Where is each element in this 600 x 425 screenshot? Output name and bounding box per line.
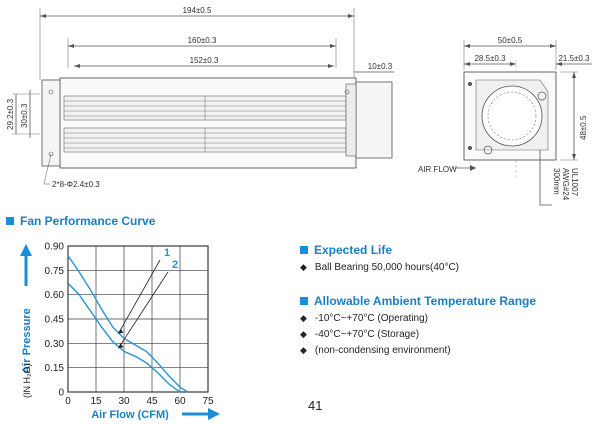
section-square-icon: [300, 246, 308, 254]
y-axis-arrow-head: [20, 244, 32, 256]
wire-spec-type: UL1007: [570, 168, 579, 197]
y-axis-label: Air Pressure: [21, 308, 33, 373]
series-label-2: 2: [172, 259, 178, 271]
list-item: ◆ -40°C~+70°C (Storage): [300, 329, 536, 340]
motor-block: [355, 81, 393, 159]
list-item: ◆ Ball Bearing 50,000 hours(40°C): [300, 262, 459, 273]
series-label-1: 1: [164, 247, 170, 259]
air-flow-label: AIR FLOW: [418, 165, 457, 174]
technical-drawing: 194±0.5 160±0.3 152±0.3 10±0.3: [0, 0, 600, 210]
x-axis-label: Air Flow (CFM): [91, 409, 169, 420]
diamond-bullet-icon: ◆: [300, 329, 307, 339]
diamond-bullet-icon: ◆: [300, 345, 307, 355]
dim-side-right: 21.5±0.3: [558, 54, 590, 63]
dim-side-width: 50±0.5: [498, 36, 523, 45]
x-tick-label: 45: [146, 396, 158, 407]
x-axis-arrow-head: [208, 408, 220, 420]
fan-curve-title: Fan Performance Curve: [20, 214, 156, 228]
mount-hole: [48, 151, 54, 157]
dim-inner-length: 160±0.3: [188, 36, 217, 45]
diamond-bullet-icon: ◆: [300, 262, 307, 272]
dim-holes: 2*8-Φ2.4±0.3: [52, 180, 100, 189]
impeller-circle: [481, 85, 543, 147]
left-bracket: [41, 79, 61, 167]
expected-life-block: Expected Life ◆ Ball Bearing 50,000 hour…: [300, 243, 459, 273]
x-tick-label: 75: [202, 396, 214, 407]
expected-life-item: Ball Bearing 50,000 hours(40°C): [314, 262, 460, 273]
dim-overall-length: 194±0.5: [183, 6, 212, 15]
series-line-2: [67, 282, 181, 393]
chart-svg: 0 15 30 45 60 75 0 0.15 0.30 0.45 0.60 0.75 0.90 12Ai…: [20, 242, 220, 421]
list-item: ◆ -10°C~+70°C (Operating): [300, 313, 536, 324]
temperature-item-operating: -10°C~+70°C (Operating): [314, 313, 428, 324]
y-tick-label: 0.45: [45, 315, 65, 326]
temperature-item-note: (non-condensing environment): [314, 345, 451, 356]
dim-height-outer: 29.2±0.3: [6, 98, 15, 130]
dim-end-block: 10±0.3: [368, 62, 393, 71]
expected-life-title: Expected Life: [314, 243, 393, 257]
wire-spec-length: 300mm: [552, 168, 561, 195]
dim-height-inner: 30±0.3: [20, 103, 29, 128]
x-tick-label: 60: [174, 396, 186, 407]
section-square-icon: [300, 297, 308, 305]
series-leader-arrow: [118, 343, 124, 349]
expected-life-header: Expected Life: [300, 243, 459, 257]
dim-side-left: 28.5±0.3: [474, 54, 506, 63]
y-tick-label: 0: [58, 388, 64, 399]
dim-side-height: 48±0.5: [579, 115, 588, 140]
series-leader-arrow: [118, 328, 124, 334]
series-leader-line: [118, 259, 161, 334]
diamond-bullet-icon: ◆: [300, 313, 307, 323]
y-axis-unit: (IN H₂O): [22, 364, 32, 399]
temperature-block: Allowable Ambient Temperature Range ◆ -1…: [300, 294, 536, 356]
fan-body: [59, 77, 357, 169]
y-tick-label: 0.90: [45, 242, 65, 253]
x-tick-label: 0: [65, 396, 71, 407]
page-number: 41: [308, 398, 323, 413]
temperature-header: Allowable Ambient Temperature Range: [300, 294, 536, 308]
dimension-drawing: 194±0.5 160±0.3 152±0.3 10±0.3: [6, 6, 592, 206]
series-leader-line: [118, 271, 169, 349]
x-tick-label: 30: [118, 396, 130, 407]
list-item: ◆ (non-condensing environment): [300, 345, 536, 356]
section-square-icon: [6, 217, 14, 225]
wire-spec-gauge: AWG#24: [561, 168, 570, 201]
series-line-1: [67, 255, 188, 393]
mount-hole: [344, 89, 350, 95]
y-tick-label: 0.15: [45, 363, 65, 374]
temperature-item-storage: -40°C~+70°C (Storage): [314, 329, 420, 340]
y-tick-label: 0.60: [45, 290, 65, 301]
dim-blade-length: 152±0.3: [190, 56, 219, 65]
y-tick-label: 0.75: [45, 266, 65, 277]
temperature-title: Allowable Ambient Temperature Range: [314, 294, 537, 308]
mount-hole: [48, 89, 54, 95]
fan-curve-header: Fan Performance Curve: [6, 214, 155, 228]
y-tick-label: 0.30: [45, 339, 65, 350]
x-tick-label: 15: [90, 396, 102, 407]
